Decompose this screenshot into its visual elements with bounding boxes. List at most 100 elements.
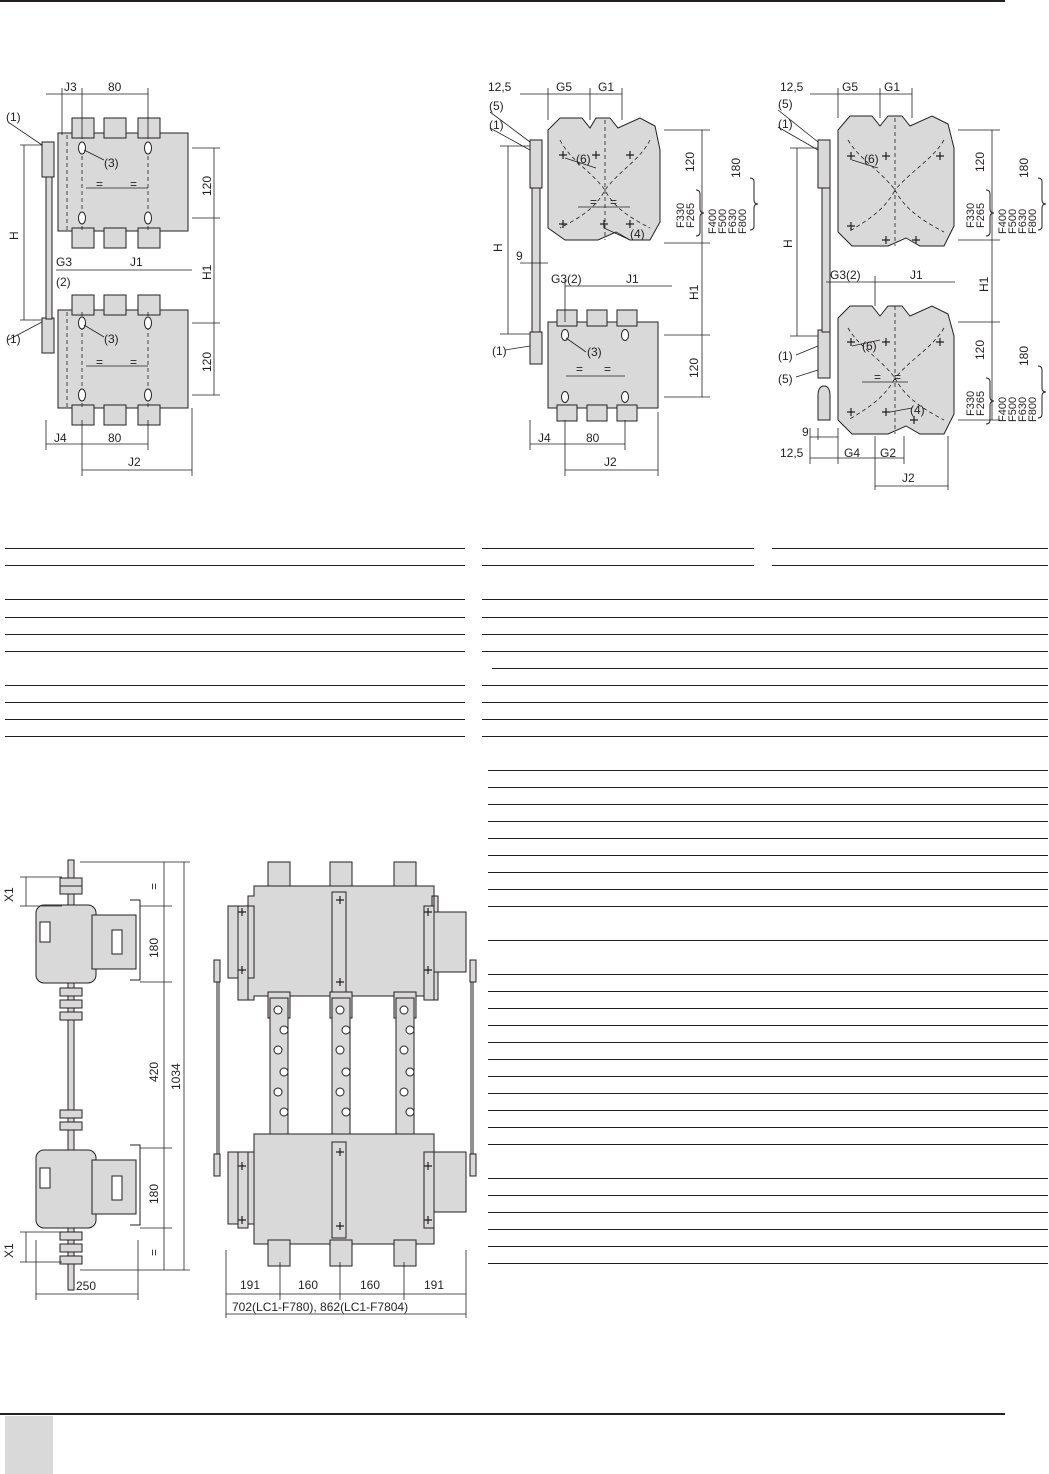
footer-tab xyxy=(5,1416,53,1474)
d3-n4: (4) xyxy=(910,403,925,417)
d2-w80: 80 xyxy=(586,431,600,445)
d4-eq-bot: = xyxy=(147,1249,161,1256)
d1-eq-d: = xyxy=(130,355,137,369)
d4-250: 250 xyxy=(76,1279,96,1293)
d3-n6-top: (6) xyxy=(864,152,879,166)
d3-f630-top: F630 xyxy=(1017,209,1029,234)
d3-180-top: 180 xyxy=(1017,158,1031,178)
d2-f630: F630 xyxy=(727,209,739,234)
d1-n2: (2) xyxy=(56,275,71,289)
d3-n5-bot: (5) xyxy=(778,372,793,386)
d1-bot-body xyxy=(57,309,189,409)
d1-j1: J1 xyxy=(130,255,143,269)
d2-120: 120 xyxy=(683,152,697,172)
d2-f800: F800 xyxy=(737,209,749,234)
drawing-2: 12,5 G5 G1 (5) (1) (6) 120 180 F330 F265… xyxy=(488,80,759,476)
d1-top-body xyxy=(57,132,189,232)
drawing-3: 12,5 G5 G1 (5) (1) (6) 120 180 F330 F265… xyxy=(777,80,1047,490)
d5-top-body xyxy=(247,885,439,1001)
d2-j2: J2 xyxy=(604,455,617,469)
d2-eq-a: = xyxy=(590,195,597,209)
drawing-1: J3 80 (1) (3) = = 120 H G3 (2) J1 H1 (1)… xyxy=(6,80,220,476)
d3-f800-bot: F800 xyxy=(1027,397,1039,422)
d2-h1: H1 xyxy=(687,284,701,300)
d2-f500: F500 xyxy=(717,209,729,234)
d3-f330-bot: F330 xyxy=(965,391,977,416)
d1-j3: J3 xyxy=(64,80,77,94)
d1-eq-b: = xyxy=(130,177,137,191)
d3-f265-top: F265 xyxy=(975,203,987,228)
d4-x1-top: X1 xyxy=(2,887,16,902)
d1-120-top: 120 xyxy=(200,176,214,196)
d3-f400-top: F400 xyxy=(997,209,1009,234)
d3-g2: G2 xyxy=(880,446,896,460)
d1-h: H xyxy=(7,231,21,240)
d2-eq-d: = xyxy=(604,362,611,376)
d4-eq-top: = xyxy=(147,883,161,890)
d3-eq-b: = xyxy=(894,370,901,384)
top-rule xyxy=(0,0,1005,2)
d2-n3: (3) xyxy=(587,345,602,359)
d3-eq-a: = xyxy=(874,370,881,384)
d3-top-body xyxy=(837,115,955,247)
d2-f265: F265 xyxy=(685,203,697,228)
d1-n3-top: (3) xyxy=(104,156,119,170)
d2-f330: F330 xyxy=(675,203,687,228)
d1-j4: J4 xyxy=(54,431,67,445)
d3-g1: G1 xyxy=(884,80,900,94)
d3-12-5-top: 12,5 xyxy=(780,80,804,94)
d3-h1: H1 xyxy=(977,276,991,292)
d3-j2: J2 xyxy=(902,471,915,485)
d2-h: H xyxy=(491,243,505,252)
d2-eq-c: = xyxy=(576,362,583,376)
d4-x1-bot: X1 xyxy=(2,1243,16,1258)
d2-g3-2: G3(2) xyxy=(551,272,582,286)
d1-n3-bot: (3) xyxy=(104,332,119,346)
d5-191-b: 191 xyxy=(424,1278,444,1292)
d2-180: 180 xyxy=(729,158,743,178)
d3-bot-body xyxy=(837,305,955,435)
d3-12-5-bot: 12,5 xyxy=(780,446,804,460)
d1-n1-bot: (1) xyxy=(6,332,21,346)
d3-f800-top: F800 xyxy=(1027,209,1039,234)
d3-n5-top: (5) xyxy=(778,97,793,111)
d2-n5: (5) xyxy=(489,99,504,113)
bottom-rule xyxy=(0,1413,1005,1415)
d1-w80-bot: 80 xyxy=(108,431,122,445)
d1-120-bot: 120 xyxy=(200,352,214,372)
d2-eq-b: = xyxy=(610,195,617,209)
d3-f330-top: F330 xyxy=(965,203,977,228)
d2-top-body xyxy=(547,117,661,241)
d3-f400-bot: F400 xyxy=(997,397,1009,422)
d5-191-a: 191 xyxy=(240,1278,260,1292)
d1-g3: G3 xyxy=(56,255,72,269)
d3-f500-bot: F500 xyxy=(1007,397,1019,422)
d3-9: 9 xyxy=(802,425,809,439)
d2-g1: G1 xyxy=(598,80,614,94)
d4-180-bot: 180 xyxy=(147,1184,161,1204)
d3-120-bot: 120 xyxy=(973,340,987,360)
drawing-5: 191 160 160 191 702(LC1-F780), 862(LC1-F… xyxy=(213,861,477,1318)
d3-f265-bot: F265 xyxy=(975,391,987,416)
d2-j4: J4 xyxy=(538,431,551,445)
d1-eq-a: = xyxy=(96,177,103,191)
d1-n1-top: (1) xyxy=(6,110,21,124)
d2-j1: J1 xyxy=(626,272,639,286)
d2-120-bot: 120 xyxy=(687,358,701,378)
d4-1034: 1034 xyxy=(169,1063,183,1090)
d3-h: H xyxy=(781,239,795,248)
d5-total-width: 702(LC1-F780), 862(LC1-F7804) xyxy=(232,1300,408,1314)
d2-n6: (6) xyxy=(576,152,591,166)
d3-180-bot: 180 xyxy=(1017,346,1031,366)
d2-9: 9 xyxy=(516,249,523,263)
drawing-4: X1 = 180 420 1034 180 = X1 250 xyxy=(2,859,190,1300)
d3-n6-bot: (6) xyxy=(862,339,877,353)
d3-n1-bot: (1) xyxy=(778,349,793,363)
d4-180-top: 180 xyxy=(147,938,161,958)
d1-j2: J2 xyxy=(128,455,141,469)
d1-eq-c: = xyxy=(96,355,103,369)
d3-n1-top: (1) xyxy=(778,117,793,131)
d4-420: 420 xyxy=(147,1062,161,1082)
d2-n1-bot: (1) xyxy=(492,344,507,358)
d3-j1: J1 xyxy=(910,268,923,282)
